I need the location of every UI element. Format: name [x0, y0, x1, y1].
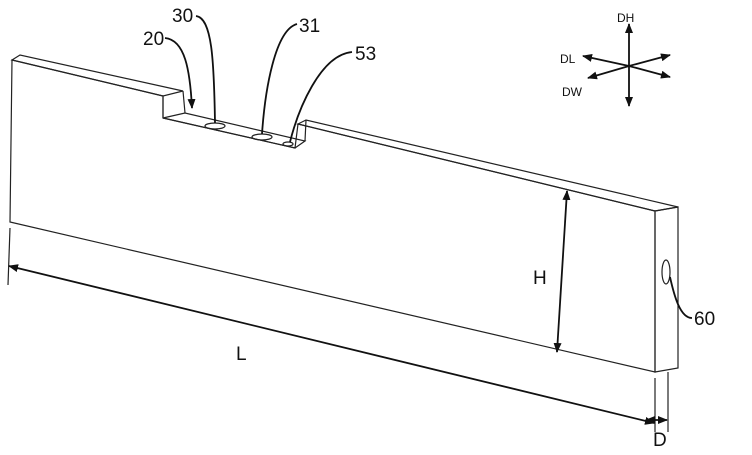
leader-20	[164, 37, 196, 109]
top-face-left	[10, 54, 184, 97]
ref-53: 53	[355, 44, 376, 65]
leader-53	[289, 51, 353, 143]
ref-20: 20	[143, 29, 164, 50]
top-face-right	[296, 119, 679, 212]
right-arrow-icon	[628, 53, 671, 67]
side-face	[654, 206, 679, 373]
ref-30: 30	[172, 6, 193, 27]
part-53	[282, 141, 294, 147]
hole-60	[661, 259, 671, 285]
dl-arrow-icon	[582, 54, 630, 67]
label-dw: DW	[562, 85, 583, 99]
label-h: H	[533, 268, 547, 289]
dw-arrow-icon	[587, 65, 630, 80]
leader-30	[195, 15, 216, 124]
ext-line-L-left	[7, 227, 11, 286]
label-dl: DL	[560, 52, 576, 66]
hole-31	[251, 133, 273, 141]
label-dh: DH	[617, 11, 634, 25]
dimension-L	[8, 264, 655, 425]
leader-60	[669, 276, 693, 319]
label-l: L	[236, 344, 247, 365]
direction-indicator: DH DL DW	[560, 11, 671, 107]
ref-60: 60	[694, 309, 715, 330]
right-down-arrow-icon	[628, 65, 671, 79]
ref-31: 31	[299, 16, 320, 37]
leader-31	[261, 23, 298, 135]
label-d: D	[653, 430, 667, 451]
dimension-H	[553, 190, 571, 353]
notch-wall-right	[304, 119, 307, 142]
hole-30	[204, 122, 226, 130]
notch-wall-left	[182, 90, 186, 114]
